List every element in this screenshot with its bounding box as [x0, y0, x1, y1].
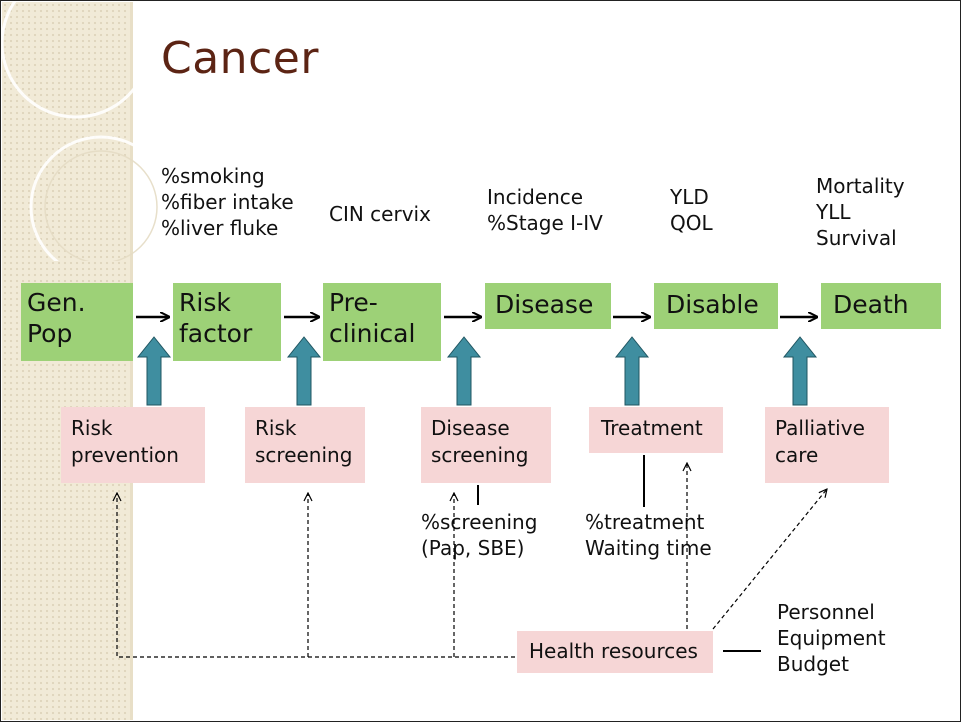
resource-items: Personnel Equipment Budget [777, 599, 886, 677]
intervention-risk-screening: Risk screening [245, 407, 365, 483]
stage-disable: Disable [654, 283, 778, 329]
intervention-treatment: Treatment [589, 407, 723, 453]
stage-disable-label: Disable [666, 290, 759, 319]
stage-death-label: Death [833, 290, 909, 319]
indicator-stage: %Stage I-IV [487, 211, 603, 235]
intervention-risk-screening-line-1: Risk [255, 416, 297, 440]
up-arrow-palliative-care [782, 336, 818, 406]
intervention-disease-screening: Disease screening [421, 407, 551, 483]
stage-risk-factor: Risk factor [173, 283, 281, 361]
indicator-smoking: %smoking [161, 164, 265, 188]
stage-gen-pop: Gen. Pop [21, 283, 133, 361]
screening-note-tests: (Pap, SBE) [421, 536, 525, 560]
intervention-risk-prevention: Risk prevention [61, 407, 205, 483]
indicator-yld: YLD [670, 185, 709, 209]
indicator-cin-cervix: CIN cervix [329, 202, 431, 226]
up-arrow-risk-screening [286, 336, 322, 406]
decorative-circles [1, 1, 173, 261]
treatment-note-waiting-time: Waiting time [585, 536, 712, 560]
treatment-notes: %treatment Waiting time [585, 509, 712, 561]
intervention-palliative-care-line-2: care [775, 443, 819, 467]
resource-personnel: Personnel [777, 600, 875, 624]
pre-clinical-indicators: CIN cervix [329, 201, 431, 227]
stage-pre-clinical: Pre- clinical [323, 283, 441, 361]
slide-title: Cancer [161, 33, 319, 84]
intervention-disease-screening-line-2: screening [431, 443, 529, 467]
stage-pre-clinical-line-1: Pre- [329, 288, 378, 317]
up-arrow-disease-screening [446, 336, 482, 406]
intervention-risk-screening-line-2: screening [255, 443, 353, 467]
stage-gen-pop-line-2: Pop [27, 319, 73, 348]
resource-equipment: Equipment [777, 626, 886, 650]
stage-disease: Disease [485, 283, 611, 329]
stage-disease-label: Disease [495, 290, 594, 319]
stage-death: Death [821, 283, 941, 329]
decorative-side-band [2, 2, 130, 720]
intervention-palliative-care: Palliative care [765, 407, 889, 483]
intervention-risk-prevention-line-1: Risk [71, 416, 113, 440]
decorative-side-line [130, 2, 133, 720]
intervention-palliative-care-line-1: Palliative [775, 416, 865, 440]
up-arrow-treatment [614, 336, 650, 406]
intervention-treatment-label: Treatment [601, 416, 703, 440]
intervention-risk-prevention-line-2: prevention [71, 443, 179, 467]
resource-budget: Budget [777, 652, 849, 676]
health-resources-label: Health resources [529, 639, 698, 663]
risk-factor-indicators: %smoking %fiber intake %liver fluke [161, 163, 294, 241]
stage-pre-clinical-line-2: clinical [329, 319, 416, 348]
screening-notes: %screening (Pap, SBE) [421, 509, 537, 561]
health-resources-box: Health resources [517, 631, 713, 673]
up-arrow-risk-prevention [136, 336, 172, 406]
stage-gen-pop-line-1: Gen. [27, 288, 86, 317]
treatment-note-coverage: %treatment [585, 510, 705, 534]
indicator-qol: QOL [670, 211, 713, 235]
intervention-disease-screening-line-1: Disease [431, 416, 510, 440]
indicator-fiber-intake: %fiber intake [161, 190, 294, 214]
indicator-yll: YLL [816, 200, 851, 224]
stage-risk-factor-line-1: Risk [179, 288, 231, 317]
disease-indicators: Incidence %Stage I-IV [487, 184, 603, 236]
death-indicators: Mortality YLL Survival [816, 173, 905, 251]
dashed-connector-risk-prevention [117, 493, 515, 658]
stage-risk-factor-line-2: factor [179, 319, 253, 348]
screening-note-coverage: %screening [421, 510, 538, 534]
dashed-connector-palliative-care [712, 489, 827, 630]
indicator-mortality: Mortality [816, 174, 905, 198]
disable-indicators: YLD QOL [670, 184, 713, 236]
indicator-incidence: Incidence [487, 185, 584, 209]
indicator-liver-fluke: %liver fluke [161, 216, 279, 240]
indicator-survival: Survival [816, 226, 897, 250]
